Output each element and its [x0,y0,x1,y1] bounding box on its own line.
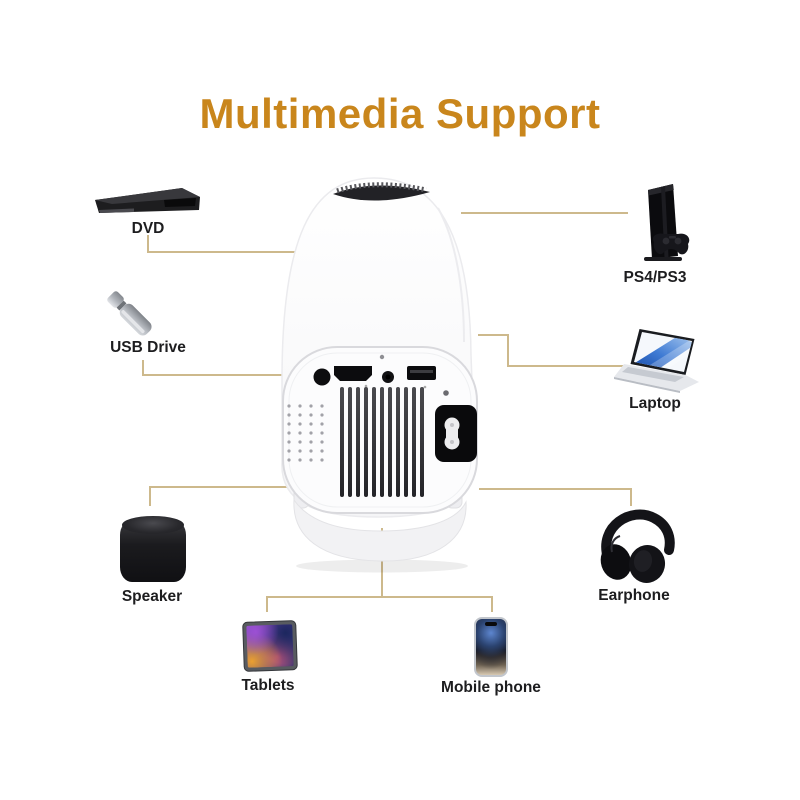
device-label-speaker: Speaker [121,588,183,605]
dvd-player-icon [95,188,200,213]
connector-tablets-phone [491,596,493,612]
connector-speaker [149,486,151,506]
laptop-icon [614,329,699,393]
connector-usb [142,374,284,376]
projector-image [281,177,478,573]
device-label-mobile-phone: Mobile phone [441,679,541,696]
connector-earphone [630,488,632,506]
device-label-ps4-ps3: PS4/PS3 [623,269,687,286]
connector-laptop [507,334,509,367]
headphones-icon [600,509,675,583]
connector-laptop [478,334,509,336]
connector-tablets-phone [266,596,268,612]
page-title: Multimedia Support [199,90,601,137]
connector-dvd [147,251,303,253]
tablet-screen [246,624,294,668]
usb-drive-icon [107,291,152,336]
device-label-usb-drive: USB Drive [110,339,186,356]
connector-tablets-phone [381,528,383,598]
connector-ps4 [461,212,628,214]
game-console-icon [644,184,690,261]
mobile-phone-icon [474,617,508,677]
bluetooth-speaker-icon [120,516,186,582]
device-label-tablets: Tablets [241,677,295,694]
device-label-earphone: Earphone [598,587,670,604]
connector-usb [142,360,144,376]
connector-tablets-phone [266,596,493,598]
tablet-icon [242,620,298,672]
connector-speaker [149,486,287,488]
connector-laptop [507,365,629,367]
device-label-dvd: DVD [131,220,165,237]
connector-dvd [147,235,149,253]
device-label-laptop: Laptop [629,395,681,412]
connector-earphone [479,488,632,490]
